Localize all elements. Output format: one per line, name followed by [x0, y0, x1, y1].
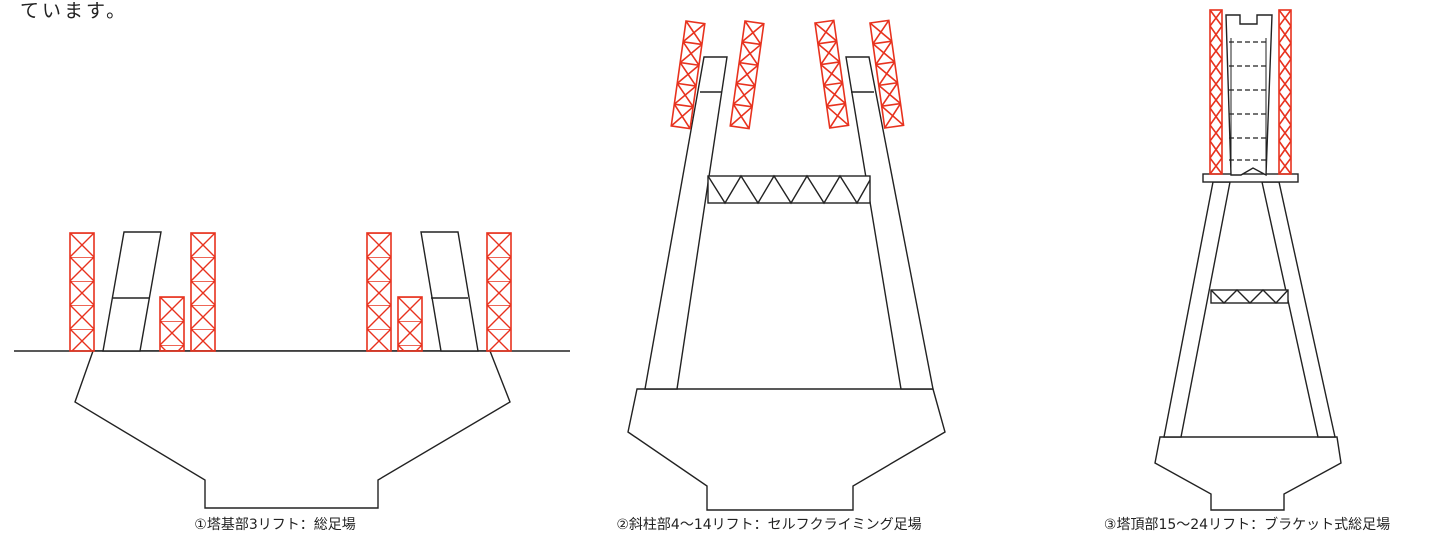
column-right-1: [420, 231, 479, 352]
footing-2: [627, 388, 946, 511]
stage-3-tower-top: [1154, 9, 1342, 511]
column-right-2: [845, 56, 934, 390]
column-left-1: [102, 231, 162, 352]
column-right-3: [1261, 181, 1336, 438]
bracket-platform: [1202, 173, 1299, 183]
scaffold-self-climbing: [670, 19, 905, 130]
stage-1-tower-base: [14, 231, 570, 509]
footing-3: [1154, 436, 1342, 511]
column-left-2: [644, 56, 728, 390]
caption-stage-2: ②斜柱部4～14リフト：セルフクライミング足場: [616, 517, 922, 533]
scaffold-bracket: [1209, 9, 1292, 175]
tower-head: [1225, 14, 1273, 177]
top-text-fragment: ています。: [20, 0, 129, 22]
caption-stage-3: ③塔頂部15～24リフト：ブラケット式総足場: [1103, 517, 1391, 533]
stage-2-inclined-column: [627, 19, 946, 511]
caption-stage-1: ①塔基部3リフト：総足場: [194, 517, 356, 533]
footing-1: [74, 350, 511, 509]
scaffold-total-1: [69, 232, 512, 352]
column-left-3: [1163, 181, 1231, 438]
